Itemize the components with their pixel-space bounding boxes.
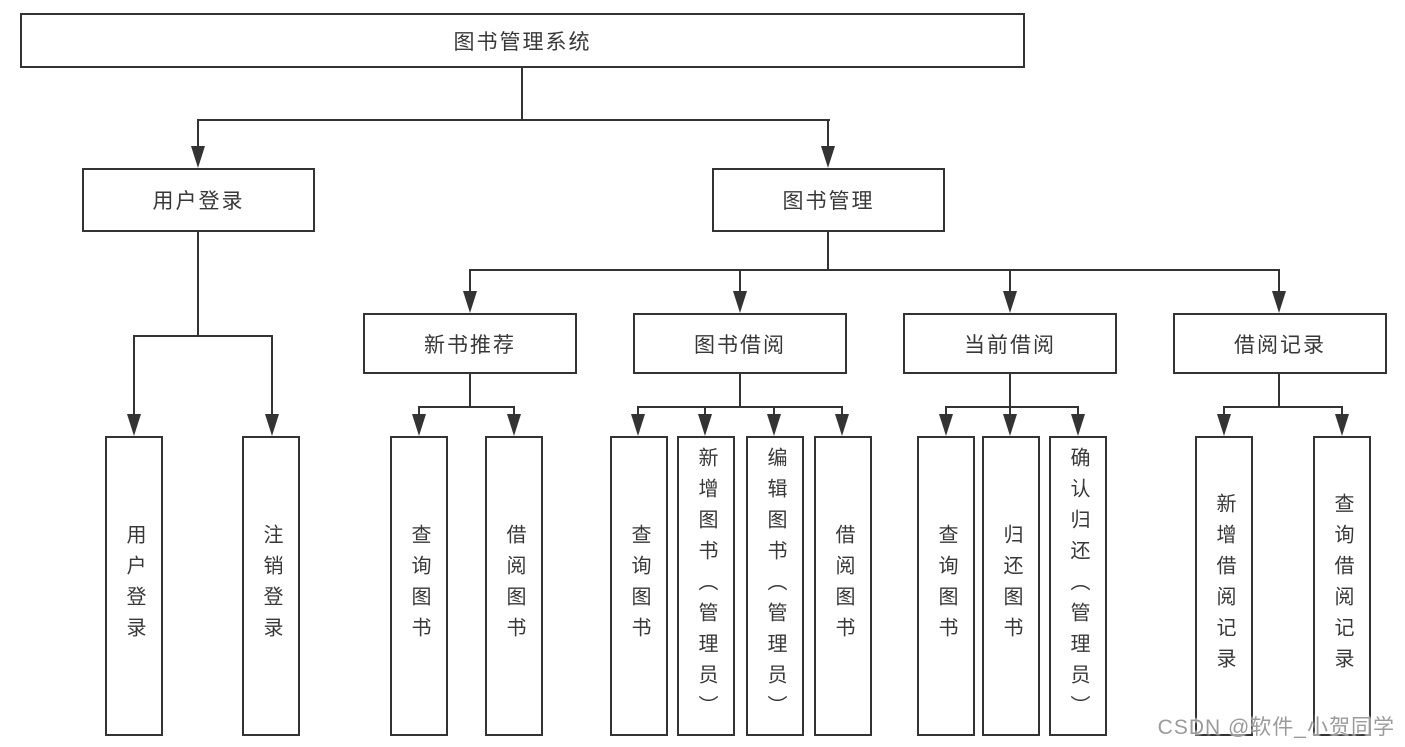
arrow-down-icon [631, 414, 645, 436]
connector-line [521, 68, 523, 121]
leaf-label: 查询图书 [935, 524, 957, 648]
node-book-management: 图书管理 [712, 168, 945, 232]
connector-line [827, 119, 829, 148]
connector-line [945, 406, 1079, 408]
leaf-edit-books-admin: 编辑图书（管理员） [746, 436, 804, 736]
arrow-down-icon [265, 414, 279, 436]
leaf-label: 查询图书 [628, 524, 650, 648]
leaf-query-borrow-record: 查询借阅记录 [1313, 436, 1371, 736]
leaf-add-books-admin: 新增图书（管理员） [677, 436, 735, 736]
leaf-user-login: 用户登录 [105, 436, 163, 736]
leaf-label: 归还图书 [1000, 524, 1022, 648]
arrow-down-icon [127, 414, 141, 436]
connector-line [197, 232, 199, 337]
leaf-borrow-books-recommend: 借阅图书 [485, 436, 543, 736]
arrow-down-icon [1272, 291, 1286, 313]
arrow-down-icon [835, 414, 849, 436]
connector-line [1077, 406, 1079, 416]
connector-line [418, 406, 515, 408]
connector-line [1223, 406, 1225, 416]
connector-line [1341, 406, 1343, 416]
arrow-down-icon [1335, 414, 1349, 436]
arrow-down-icon [939, 414, 953, 436]
node-label: 图书管理 [782, 190, 875, 213]
connector-line [1223, 406, 1343, 408]
leaf-label: 借阅图书 [832, 524, 854, 648]
connector-line [197, 119, 830, 121]
node-current-borrowing: 当前借阅 [903, 313, 1117, 374]
node-new-book-recommendation: 新书推荐 [363, 313, 577, 374]
connector-line [133, 335, 135, 416]
connector-line [773, 406, 775, 416]
arrow-down-icon [821, 146, 835, 168]
connector-line [1278, 374, 1280, 408]
arrow-down-icon [463, 291, 477, 313]
arrow-down-icon [1071, 414, 1085, 436]
connector-line [418, 406, 420, 416]
node-label: 当前借阅 [964, 333, 1056, 357]
connector-line [1009, 406, 1011, 416]
leaf-label: 用户登录 [123, 524, 145, 648]
connector-line [739, 374, 741, 408]
connector-line [637, 406, 639, 416]
connector-line [1278, 269, 1280, 293]
connector-line [637, 406, 843, 408]
node-label: 新书推荐 [424, 333, 516, 357]
leaf-label: 借阅图书 [503, 524, 525, 648]
arrow-down-icon [767, 414, 781, 436]
node-label: 用户登录 [152, 190, 245, 213]
connector-line [1009, 269, 1011, 293]
leaf-label: 新增图书（管理员） [695, 446, 717, 726]
connector-line [704, 406, 706, 416]
node-user-login: 用户登录 [82, 168, 315, 232]
connector-line [470, 269, 1280, 271]
connector-line [1009, 374, 1011, 408]
arrow-down-icon [1217, 414, 1231, 436]
leaf-query-books-recommend: 查询图书 [390, 436, 448, 736]
connector-line [133, 335, 273, 337]
connector-line [271, 335, 273, 416]
connector-line [827, 232, 829, 271]
leaf-label: 注销登录 [260, 524, 282, 648]
arrow-down-icon [733, 291, 747, 313]
leaf-label: 查询借阅记录 [1331, 493, 1353, 679]
connector-line [469, 374, 471, 408]
node-borrowing-records: 借阅记录 [1173, 313, 1387, 374]
arrow-down-icon [698, 414, 712, 436]
arrow-down-icon [507, 414, 521, 436]
connector-line [513, 406, 515, 416]
connector-line [841, 406, 843, 416]
leaf-query-books-borrowing: 查询图书 [610, 436, 668, 736]
arrow-down-icon [1003, 414, 1017, 436]
watermark: CSDN @软件_小贺同学 [1157, 716, 1395, 739]
arrow-down-icon [1003, 291, 1017, 313]
leaf-borrow-books-borrowing: 借阅图书 [814, 436, 872, 736]
leaf-return-books: 归还图书 [982, 436, 1040, 736]
arrow-down-icon [191, 146, 205, 168]
leaf-label: 新增借阅记录 [1213, 493, 1235, 679]
connector-line [197, 119, 199, 148]
connector-line [739, 269, 741, 293]
node-label: 图书管理系统 [453, 30, 592, 54]
leaf-label: 编辑图书（管理员） [764, 446, 786, 726]
node-label: 图书借阅 [694, 333, 786, 357]
leaf-logout-login: 注销登录 [242, 436, 300, 736]
node-library-management-system: 图书管理系统 [20, 13, 1025, 68]
leaf-confirm-return-admin: 确认归还（管理员） [1049, 436, 1107, 736]
leaf-label: 查询图书 [408, 524, 430, 648]
leaf-label: 确认归还（管理员） [1067, 446, 1089, 726]
node-book-borrowing: 图书借阅 [633, 313, 847, 374]
leaf-query-books-current: 查询图书 [917, 436, 975, 736]
leaf-add-borrow-record: 新增借阅记录 [1195, 436, 1253, 736]
node-label: 借阅记录 [1234, 333, 1326, 357]
connector-line [945, 406, 947, 416]
arrow-down-icon [412, 414, 426, 436]
connector-line [469, 269, 471, 293]
